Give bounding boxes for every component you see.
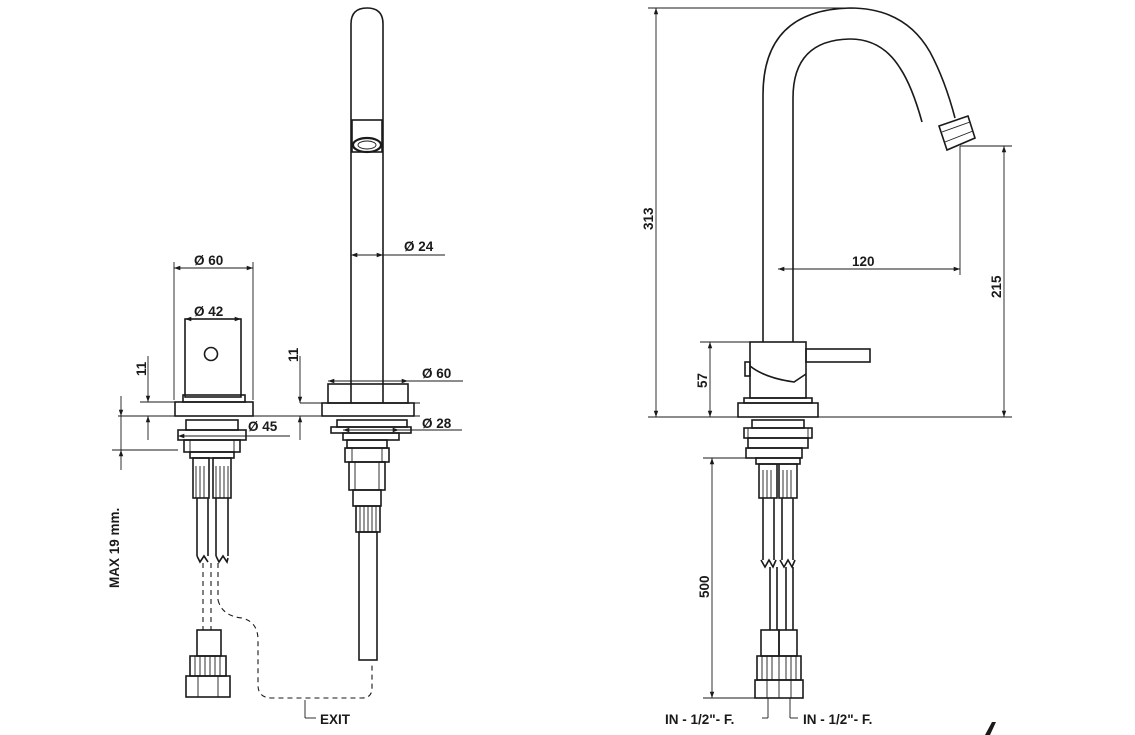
gooseneck-inner bbox=[792, 38, 923, 342]
spout-view: Ø 24 Ø 60 11 Ø 28 EXIT bbox=[286, 7, 463, 727]
shank-diameter-label: Ø 28 bbox=[422, 416, 452, 431]
handle-outer-diameter-label: Ø 60 bbox=[194, 253, 223, 268]
max-deck-thickness-label: MAX 19 mm. bbox=[107, 508, 122, 588]
spout-base-diameter-label: Ø 60 bbox=[422, 366, 451, 381]
handle-hole-icon bbox=[203, 346, 219, 362]
spout-base bbox=[327, 383, 409, 404]
gooseneck-outer bbox=[762, 7, 956, 342]
hose-length-label: 500 bbox=[697, 575, 712, 598]
corner-mark bbox=[985, 722, 996, 735]
side-rosette bbox=[737, 402, 819, 418]
inlet-left-label: IN - 1/2"- F. bbox=[665, 712, 734, 727]
body-height-label: 57 bbox=[695, 373, 710, 388]
handle-mixer-view: Ø 60 Ø 42 11 Ø 45 MAX 19 mm. bbox=[107, 253, 373, 699]
spout-base-height-label: 11 bbox=[286, 347, 301, 362]
side-lever bbox=[805, 348, 871, 363]
side-mixer-body bbox=[749, 341, 807, 399]
spout-diameter-label: Ø 24 bbox=[404, 239, 434, 254]
handle-height-label: 11 bbox=[134, 361, 149, 376]
handle-rosette bbox=[174, 401, 254, 417]
total-height-label: 313 bbox=[641, 207, 656, 230]
side-view: 313 215 120 57 500 IN - 1/2"- F. IN - 1/… bbox=[641, 7, 1012, 735]
projection-label: 120 bbox=[852, 254, 875, 269]
exit-label: EXIT bbox=[320, 712, 351, 727]
base-diameter-label: Ø 45 bbox=[248, 419, 278, 434]
handle-inner-diameter-label: Ø 42 bbox=[194, 304, 223, 319]
spout-aerator-icon bbox=[351, 136, 383, 154]
spout-tube bbox=[350, 7, 384, 403]
inlet-right-label: IN - 1/2"- F. bbox=[803, 712, 872, 727]
outlet-height-label: 215 bbox=[989, 275, 1004, 298]
hose-connectors bbox=[185, 457, 373, 699]
handle-body bbox=[184, 318, 242, 398]
side-nozzle bbox=[937, 114, 976, 152]
